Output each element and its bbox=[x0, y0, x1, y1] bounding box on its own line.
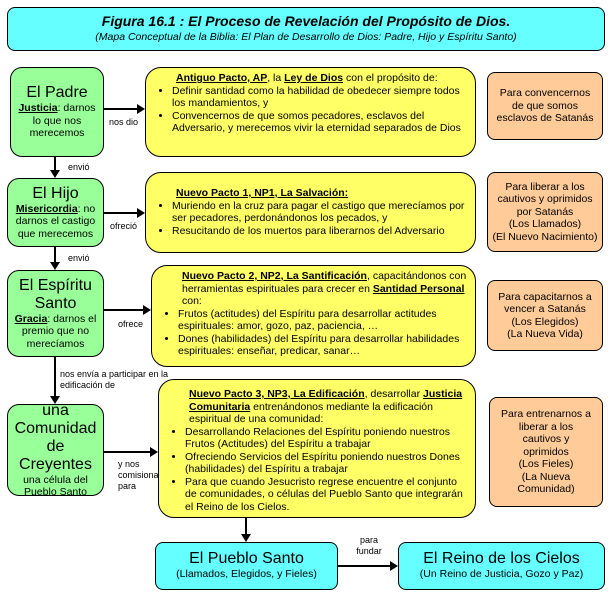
arrow-head bbox=[50, 170, 60, 178]
arrow-head bbox=[143, 305, 151, 315]
arrow-line bbox=[104, 108, 137, 110]
covenant-intro: Nuevo Pacto 2, NP2, La Santificación, ca… bbox=[160, 270, 469, 308]
text: , desarrollar bbox=[364, 388, 423, 400]
label-nos-envia: nos envía a participar en la edificación… bbox=[60, 369, 169, 390]
label-ofrece: ofrece bbox=[118, 319, 144, 329]
list-item: Definir santidad como la habilidad de ob… bbox=[172, 85, 469, 110]
label-nos-dio: nos dio bbox=[109, 117, 139, 127]
purpose-text: (Los Fieles) bbox=[518, 458, 574, 471]
text: con el propósito de: bbox=[343, 72, 438, 84]
arrow-head bbox=[137, 104, 145, 114]
person-name: El Espíritu Santo bbox=[19, 276, 92, 312]
attribute: Gracia bbox=[14, 312, 48, 325]
desc: : no darnos el castigo que merecemos bbox=[15, 202, 96, 240]
covenant-head2: Santidad Personal bbox=[372, 282, 465, 295]
desc: : darnos lo que nos merecemos bbox=[29, 102, 96, 140]
list-item: Resucitando de los muertos para liberarn… bbox=[172, 225, 469, 238]
covenant-intro: Antiguo Pacto, AP, la Ley de Dios con el… bbox=[154, 72, 469, 85]
covenant-head: Nuevo Pacto 3, NP3, La Edificación bbox=[189, 388, 365, 400]
arrow-head bbox=[50, 262, 60, 270]
purpose-text: Para entrenarnos a liberar a los cautivo… bbox=[501, 408, 591, 458]
list-item: Muriendo en la cruz para pagar el castig… bbox=[172, 200, 469, 225]
text: con: bbox=[182, 295, 202, 307]
label-comisiona: y nos comisiona para bbox=[118, 459, 159, 491]
covenant-head: Nuevo Pacto 1, NP1, La Salvación: bbox=[176, 187, 349, 199]
el-padre-box: El Padre Justicia: darnos lo que nos mer… bbox=[10, 67, 104, 157]
arrow-line bbox=[338, 565, 390, 567]
purpose-text: (La Nueva Comunidad) bbox=[517, 470, 575, 496]
nuevo-pacto-2-box: Nuevo Pacto 2, NP2, La Santificación, ca… bbox=[151, 265, 476, 367]
nuevo-pacto-3-box: Nuevo Pacto 3, NP3, La Edificación, desa… bbox=[158, 379, 476, 518]
el-hijo-box: El Hijo Misericordia: no darnos el casti… bbox=[7, 178, 104, 247]
covenant-head: Antiguo Pacto, AP bbox=[176, 72, 268, 84]
covenant-head2: Justicia Comunitaria bbox=[189, 388, 463, 413]
label-ofrecio: ofreció bbox=[110, 221, 138, 231]
arrow-line bbox=[54, 247, 56, 262]
figure-subtitle: (Mapa Conceptual de la Biblia: El Plan d… bbox=[95, 31, 517, 43]
arrow-line bbox=[104, 309, 143, 311]
figure-title: Figura 16.1 : El Proceso de Revelación d… bbox=[101, 13, 511, 29]
reino-sub: (Un Reino de Justicia, Gozo y Paz) bbox=[419, 568, 584, 580]
person-name: El Hijo bbox=[32, 184, 79, 202]
arrow-head bbox=[241, 534, 251, 542]
label-envio: envió bbox=[68, 162, 90, 172]
list-item: Convencernos de que somos pecadores, esc… bbox=[172, 110, 469, 135]
title-box: Figura 16.1 : El Proceso de Revelación d… bbox=[7, 7, 605, 51]
text: , la bbox=[267, 72, 285, 84]
purpose-text: (Los Elegidos) bbox=[511, 315, 579, 328]
label-para-fundar: para fundar bbox=[356, 535, 382, 556]
arrow-line bbox=[54, 157, 56, 170]
pueblo-sub: (Llamados, Elegidos, y Fieles) bbox=[176, 568, 317, 580]
purpose-box-3: Para capacitarnos a vencer a Satanás(Los… bbox=[487, 280, 603, 351]
arrow-line bbox=[54, 357, 56, 396]
list-item: Dones (habilidades) del Espíritu para de… bbox=[178, 333, 469, 358]
list-item: Para que cuando Jesucristo regrese encue… bbox=[185, 476, 469, 514]
antiguo-pacto-box: Antiguo Pacto, AP, la Ley de Dios con el… bbox=[145, 67, 476, 157]
attribute: Justicia bbox=[18, 102, 58, 115]
arrow-head bbox=[390, 561, 398, 571]
arrow-head bbox=[50, 396, 60, 404]
purpose-text: (El Nuevo Nacimiento) bbox=[492, 230, 598, 243]
arrow-line bbox=[104, 212, 137, 214]
purpose-text: Para convencernos de que somos esclavos … bbox=[496, 87, 594, 125]
purpose-box-4: Para entrenarnos a liberar a los cautivo… bbox=[489, 397, 603, 507]
covenant-intro: Nuevo Pacto 3, NP3, La Edificación, desa… bbox=[167, 388, 469, 426]
list-item: Desarrollando Relaciones del Espíritu po… bbox=[185, 426, 469, 451]
arrow-head bbox=[150, 447, 158, 457]
attribute: Misericordia bbox=[15, 202, 78, 215]
person-desc: Misericordia: no darnos el castigo que m… bbox=[8, 203, 103, 241]
arrow-line bbox=[104, 451, 150, 453]
arrow-line bbox=[245, 518, 247, 534]
text: entrenándonos mediante la edificación es… bbox=[189, 400, 433, 426]
person-name: El Padre bbox=[26, 84, 88, 102]
purpose-text: (La Nueva Vida) bbox=[507, 328, 583, 340]
label-envio: envió bbox=[68, 253, 90, 263]
person-name: una Comunidad de Creyentes bbox=[14, 401, 97, 473]
covenant-head: Nuevo Pacto 2, NP2, La Santificación bbox=[182, 270, 367, 282]
covenant-head2: Ley de Dios bbox=[284, 72, 344, 84]
purpose-box-2: Para liberar a los cautivos y oprimidos … bbox=[487, 172, 603, 252]
covenant-intro: Nuevo Pacto 1, NP1, La Salvación: bbox=[154, 187, 469, 200]
text: , capacitándonos con herramientas espiri… bbox=[182, 270, 467, 295]
comunidad-box: una Comunidad de Creyentes una célula de… bbox=[7, 401, 104, 499]
arrow-head bbox=[137, 208, 145, 218]
purpose-box-1: Para convencernos de que somos esclavos … bbox=[487, 72, 603, 140]
purpose-text: Para capacitarnos a vencer a Satanás bbox=[498, 290, 592, 316]
reino-box: El Reino de los Cielos (Un Reino de Just… bbox=[398, 542, 605, 590]
pueblo-santo-box: El Pueblo Santo (Llamados, Elegidos, y F… bbox=[155, 542, 338, 590]
list-item: Ofreciendo Servicios del Espíritu ponien… bbox=[185, 451, 469, 476]
list-item: Frutos (actitudes) del Espíritu para des… bbox=[178, 308, 469, 333]
purpose-text: Para liberar a los cautivos y oprimidos … bbox=[497, 180, 593, 218]
purpose-text: (Los Llamados) bbox=[508, 218, 582, 231]
person-desc: Gracia: darnos el premio que no merecíam… bbox=[8, 313, 103, 351]
espiritu-santo-box: El Espíritu Santo Gracia: darnos el prem… bbox=[7, 270, 104, 357]
nuevo-pacto-1-box: Nuevo Pacto 1, NP1, La Salvación: Murien… bbox=[145, 172, 476, 253]
person-desc: una célula del Pueblo Santo bbox=[23, 473, 88, 499]
desc: : darnos el premio que no merecíamos bbox=[21, 312, 97, 350]
reino-title: El Reino de los Cielos bbox=[423, 550, 580, 567]
pueblo-title: El Pueblo Santo bbox=[189, 550, 304, 567]
person-desc: Justicia: darnos lo que nos merecemos bbox=[11, 102, 103, 140]
